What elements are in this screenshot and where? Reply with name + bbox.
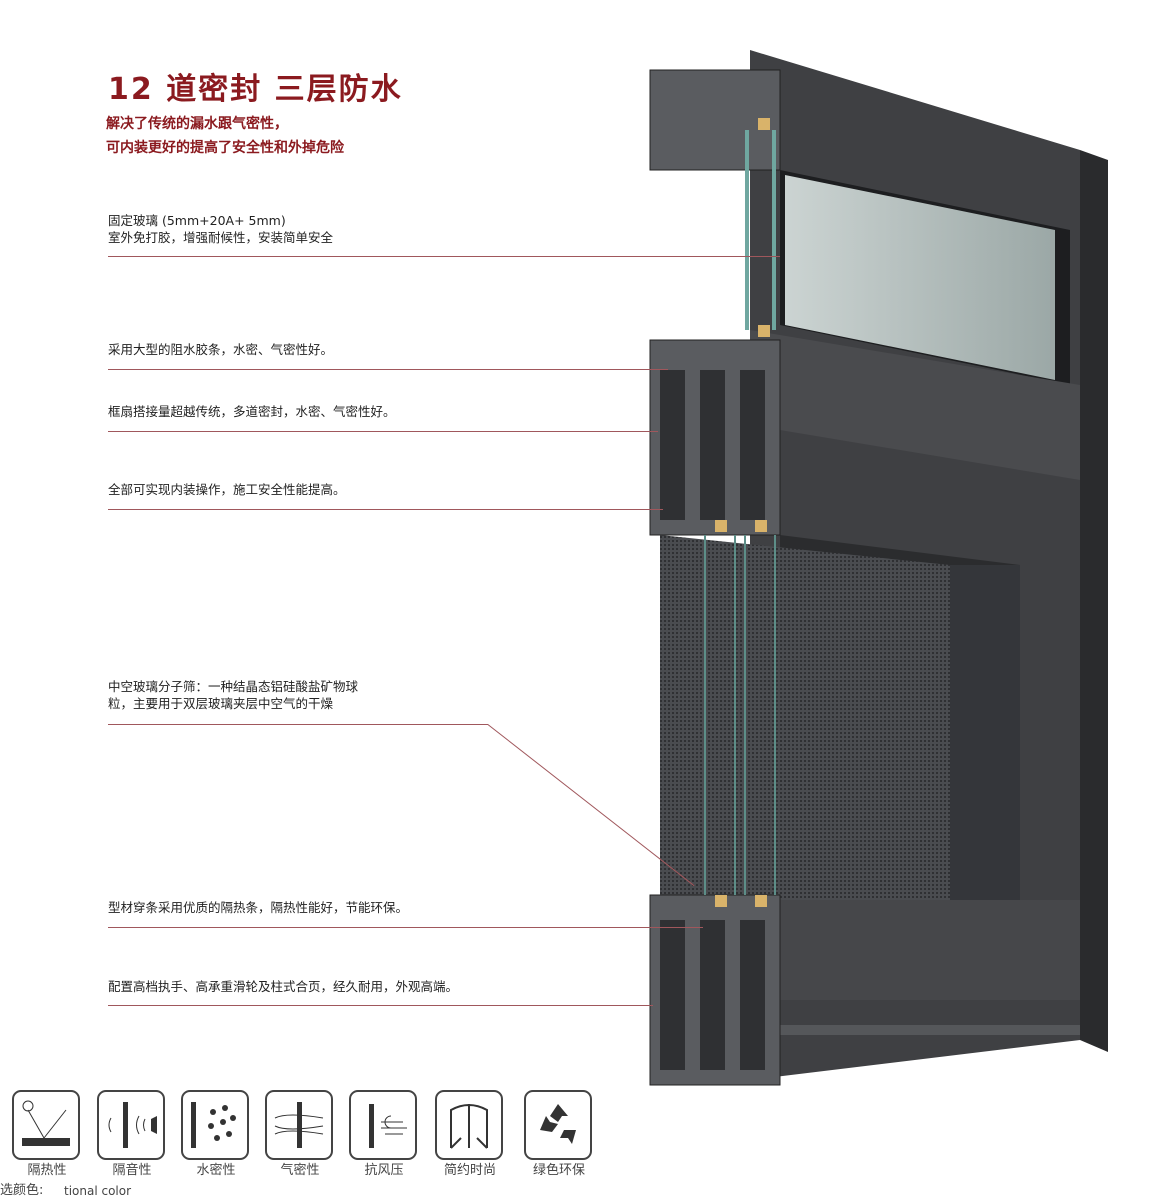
simple-fashion-icon xyxy=(435,1090,503,1160)
subtitle-line-1: 解决了传统的漏水跟气密性， xyxy=(106,116,288,132)
callout-leader-line xyxy=(108,724,488,725)
water-tightness-icon xyxy=(181,1090,249,1160)
callout-thermal-break: 型材穿条采用优质的隔热条，隔热性能好，节能环保。 xyxy=(108,899,408,916)
feature-label: 简约时尚 xyxy=(443,1163,496,1178)
callout-leader-line xyxy=(108,1005,653,1006)
callout-leader-line xyxy=(108,431,658,432)
page-title: 12 道密封 三层防水 xyxy=(108,72,403,107)
callout-hardware: 配置高档执手、高承重滑轮及柱式合页，经久耐用，外观高端。 xyxy=(108,978,458,995)
callout-leader-line xyxy=(108,509,663,510)
callout-text: 采用大型的阻水胶条，水密、气密性好。 xyxy=(108,342,334,357)
feature-label: 隔音性 xyxy=(112,1163,152,1178)
callout-water-seal: 采用大型的阻水胶条，水密、气密性好。 xyxy=(108,341,333,358)
color-note-cn: 选颜色: xyxy=(0,1183,44,1198)
wind-pressure-icon xyxy=(349,1090,417,1160)
callout-text: 框扇搭接量超越传统，多道密封，水密、气密性好。 xyxy=(108,404,396,419)
callout-molecular-sieve: 中空玻璃分子筛：一种结晶态铝硅酸盐矿物球 粒，主要用于双层玻璃夹层中空气的干燥 xyxy=(108,678,358,712)
callout-text: 室外免打胶，增强耐候性，安装简单安全 xyxy=(108,230,334,245)
callout-leader-line xyxy=(108,256,780,257)
subtitle-line-2: 可内装更好的提高了安全性和外掉危险 xyxy=(106,140,344,156)
feature-label: 气密性 xyxy=(280,1163,320,1178)
callout-fixed-glass: 固定玻璃 (5mm+20A+ 5mm) 室外免打胶，增强耐候性，安装简单安全 xyxy=(108,212,333,246)
feature-label: 水密性 xyxy=(196,1163,236,1178)
color-note-en: tional color xyxy=(64,1184,132,1198)
sound-insulation-icon xyxy=(97,1090,165,1160)
callout-text: 型材穿条采用优质的隔热条，隔热性能好，节能环保。 xyxy=(108,900,409,915)
callout-leader-line xyxy=(108,927,703,928)
air-tightness-icon xyxy=(265,1090,333,1160)
heat-insulation-icon xyxy=(12,1090,80,1160)
callout-text: 中空玻璃分子筛：一种结晶态铝硅酸盐矿物球 xyxy=(108,679,359,694)
callout-overlap: 框扇搭接量超越传统，多道密封，水密、气密性好。 xyxy=(108,403,396,420)
feature-label: 绿色环保 xyxy=(532,1163,585,1178)
callout-text: 粒，主要用于双层玻璃夹层中空气的干燥 xyxy=(108,696,334,711)
window-cross-section-illustration xyxy=(649,50,1108,1086)
recycle-icon xyxy=(524,1090,592,1160)
callout-inner-install: 全部可实现内装操作，施工安全性能提高。 xyxy=(108,481,346,498)
feature-label: 隔热性 xyxy=(27,1163,67,1178)
callout-text: 全部可实现内装操作，施工安全性能提高。 xyxy=(108,482,346,497)
callout-text: 配置高档执手、高承重滑轮及柱式合页，经久耐用，外观高端。 xyxy=(108,979,459,994)
callout-leader-line xyxy=(108,369,668,370)
feature-label: 抗风压 xyxy=(364,1163,404,1178)
callout-text: 固定玻璃 (5mm+20A+ 5mm) xyxy=(108,213,286,228)
